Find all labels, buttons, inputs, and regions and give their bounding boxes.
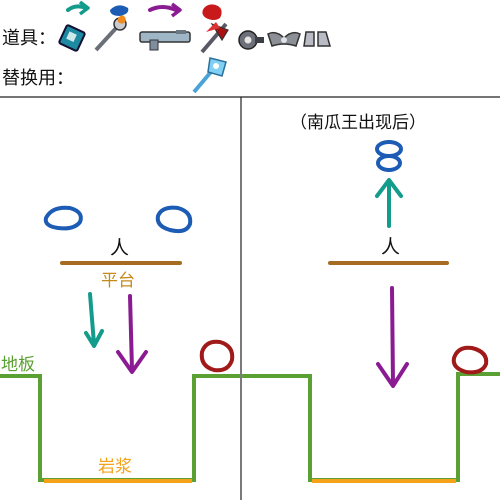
red-marker-left — [199, 339, 235, 373]
person-label-right: 人 — [381, 236, 401, 258]
teal-down-arrow — [84, 292, 104, 348]
purple-down-arrow-left — [116, 294, 148, 374]
red-axe-icon — [200, 4, 229, 54]
pumpking-blob-left-1 — [43, 205, 83, 231]
teal-up-arrow — [375, 178, 403, 228]
gear-accessory-icon — [238, 30, 264, 50]
boots-accessory-icon — [303, 31, 331, 47]
wings-accessory-icon — [267, 31, 301, 47]
tactical-rifle-icon — [139, 2, 191, 51]
floor-label: 地板 — [1, 355, 35, 375]
bee-book-icon — [58, 0, 90, 52]
pumpking-appears-note: （南瓜王出现后） — [290, 113, 426, 133]
replacement-label: 替换用： — [2, 68, 74, 89]
flamelash-staff-icon — [94, 5, 129, 52]
red-marker-right — [451, 345, 489, 375]
purple-down-arrow-right — [376, 286, 409, 388]
platform-label: 平台 — [101, 271, 135, 291]
pumpking-blob-left-2 — [155, 205, 193, 234]
frost-staff-icon — [192, 57, 227, 94]
pumpking-figure-right — [375, 140, 403, 172]
ground-right — [241, 372, 500, 482]
lava-label: 岩浆 — [98, 457, 132, 477]
items-label: 道具： — [2, 28, 56, 49]
person-label-left: 人 — [110, 237, 130, 259]
